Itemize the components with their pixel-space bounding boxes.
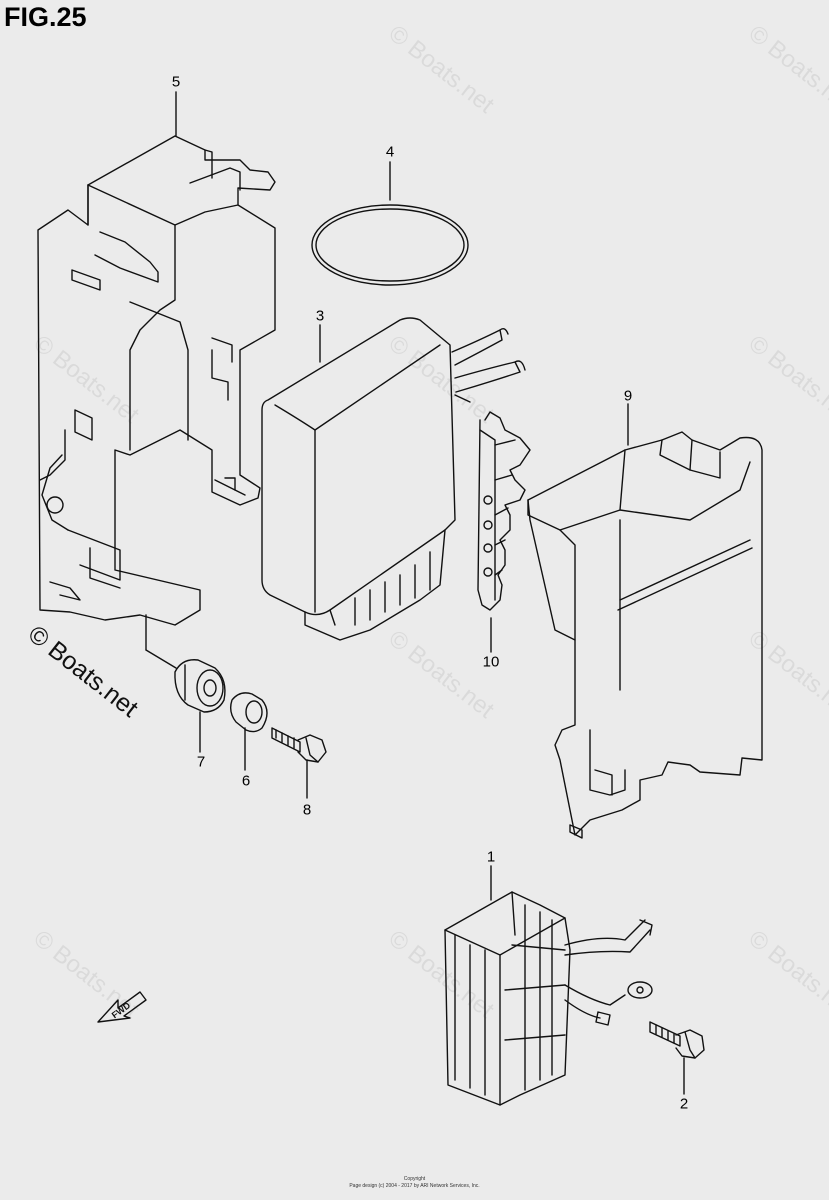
part-1-regulator xyxy=(445,892,652,1105)
part-7-grommet xyxy=(175,660,225,712)
fwd-arrow-icon: FWD xyxy=(98,992,146,1022)
part-3-unit xyxy=(262,318,525,640)
part-5-bracket xyxy=(38,136,275,625)
part-9-cover xyxy=(528,432,762,838)
callout-8: 8 xyxy=(302,801,312,819)
footer-copyright: Copyright xyxy=(403,1176,426,1182)
callout-5: 5 xyxy=(171,73,181,91)
callout-4: 4 xyxy=(385,143,395,161)
part-8-bolt xyxy=(272,728,326,762)
leader-lines xyxy=(146,92,684,1094)
callout-3: 3 xyxy=(315,307,325,325)
callout-9: 9 xyxy=(623,387,633,405)
callout-7: 7 xyxy=(196,753,206,771)
callout-2: 2 xyxy=(679,1095,689,1113)
part-10-clamp xyxy=(478,412,530,610)
part-2-bolt xyxy=(650,1022,704,1058)
part-4-ring xyxy=(312,205,468,285)
part-6-collar xyxy=(231,693,267,732)
callout-10: 10 xyxy=(482,653,500,671)
callout-1: 1 xyxy=(486,848,496,866)
figure-title: FIG.25 xyxy=(4,2,87,32)
footer-page-design: Page design (c) 2004 - 2017 by ARI Netwo… xyxy=(349,1183,480,1189)
callout-6: 6 xyxy=(241,772,251,790)
